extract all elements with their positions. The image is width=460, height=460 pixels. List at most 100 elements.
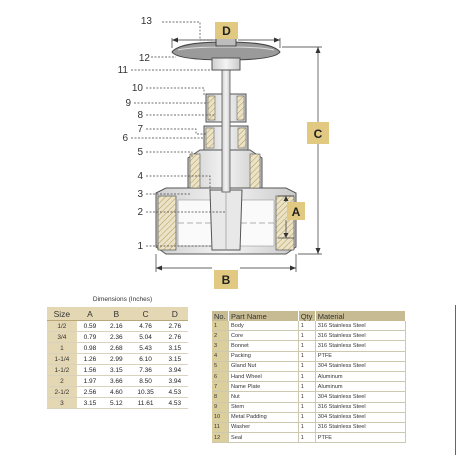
part-cell-material: 316 Stainless Steel xyxy=(315,402,407,413)
dim-cell-b: 2.99 xyxy=(103,353,130,365)
dim-cell-d: 3.94 xyxy=(161,364,188,376)
part-cell-no: 4 xyxy=(212,351,229,362)
dim-cell-c: 6.10 xyxy=(129,353,162,365)
dim-cell-c: 11.61 xyxy=(129,397,162,409)
part-cell-no: 6 xyxy=(212,371,229,383)
part-cell-no: 7 xyxy=(212,381,229,393)
part-cell-name: Seal xyxy=(228,432,299,444)
part-cell-qty: 1 xyxy=(298,391,316,403)
callout-6: 6 xyxy=(122,133,128,144)
dim-cell-c: 7.36 xyxy=(129,364,162,376)
part-cell-material: 304 Stainless Steel xyxy=(315,391,407,403)
part-cell-qty: 1 xyxy=(298,432,316,444)
part-cell-name: Metal Padding xyxy=(228,412,299,423)
part-cell-qty: 1 xyxy=(298,371,316,383)
gate-core xyxy=(209,189,243,251)
part-cell-qty: 1 xyxy=(298,361,316,372)
dim-cell-b: 4.60 xyxy=(103,386,130,398)
stem xyxy=(221,57,231,193)
dim-cell-c: 8.50 xyxy=(129,375,162,387)
part-cell-material: 316 Stainless Steel xyxy=(315,340,407,352)
svg-text:A: A xyxy=(292,205,301,219)
dim-cell-size: 2 xyxy=(47,375,77,387)
dim-cell-d: 3.94 xyxy=(161,375,188,387)
part-cell-name: Packing xyxy=(228,351,299,362)
parts-header-name: Part Name xyxy=(228,311,299,321)
dim-cell-b: 3.15 xyxy=(103,364,130,376)
dim-cell-size: 1-1/4 xyxy=(47,353,77,365)
callout-12: 12 xyxy=(139,53,151,64)
part-cell-material: Aluminum xyxy=(315,381,407,393)
dim-cell-a: 3.15 xyxy=(76,397,104,409)
parts-header-material: Material xyxy=(315,311,407,321)
part-cell-qty: 1 xyxy=(298,351,316,362)
dim-cell-c: 5.04 xyxy=(129,331,162,343)
dim-cell-d: 3.15 xyxy=(161,342,188,354)
callout-8: 8 xyxy=(137,110,143,121)
dim-cell-c: 5.43 xyxy=(129,342,162,354)
part-cell-no: 1 xyxy=(212,321,229,332)
callout-7: 7 xyxy=(137,124,143,135)
dim-cell-size: 1 xyxy=(47,342,77,354)
dim-cell-d: 4.53 xyxy=(161,397,188,409)
divider xyxy=(455,305,456,455)
dim-label-b: B xyxy=(214,270,238,289)
part-cell-no: 3 xyxy=(212,340,229,352)
part-cell-no: 2 xyxy=(212,330,229,342)
dim-header-size: Size xyxy=(47,307,77,321)
svg-text:D: D xyxy=(222,24,231,38)
dim-header-a: A xyxy=(76,307,104,321)
callout-13: 13 xyxy=(141,16,153,27)
dim-cell-a: 0.59 xyxy=(76,320,104,332)
part-cell-name: Bonnet xyxy=(228,340,299,352)
part-cell-material: 316 Stainless Steel xyxy=(315,330,407,342)
parts-header-no: No. xyxy=(212,311,229,321)
part-cell-material: 304 Stainless Steel xyxy=(315,361,407,372)
dim-cell-c: 4.76 xyxy=(129,320,162,332)
part-cell-name: Hand Wheel xyxy=(228,371,299,383)
part-cell-name: Stem xyxy=(228,402,299,413)
dim-cell-size: 3 xyxy=(47,397,77,409)
callout-5: 5 xyxy=(137,147,143,158)
part-cell-material: PTFE xyxy=(315,432,407,444)
part-cell-name: Nut xyxy=(228,391,299,403)
part-cell-name: Washer xyxy=(228,422,299,434)
hand-wheel xyxy=(171,35,281,71)
callout-9: 9 xyxy=(125,98,131,109)
callout-leaders xyxy=(131,21,226,247)
dim-cell-b: 2.36 xyxy=(103,331,130,343)
dim-label-d: D xyxy=(215,22,238,39)
part-cell-name: Gland Nut xyxy=(228,361,299,372)
dim-cell-b: 3.66 xyxy=(103,375,130,387)
part-cell-material: PTFE xyxy=(315,351,407,362)
parts-header-row: No. Part Name Qty Material xyxy=(212,311,407,321)
dim-cell-size: 3/4 xyxy=(47,331,77,343)
dim-cell-a: 1.97 xyxy=(76,375,104,387)
part-cell-name: Body xyxy=(228,321,299,332)
part-cell-no: 11 xyxy=(212,422,229,434)
dim-cell-a: 1.56 xyxy=(76,364,104,376)
part-cell-qty: 1 xyxy=(298,402,316,413)
part-cell-qty: 1 xyxy=(298,381,316,393)
callout-2: 2 xyxy=(137,207,143,218)
dimensions-header-row: Size A B C D xyxy=(47,307,188,321)
part-cell-no: 5 xyxy=(212,361,229,372)
dim-cell-d: 2.76 xyxy=(161,320,188,332)
dim-cell-a: 0.79 xyxy=(76,331,104,343)
dim-label-a: A xyxy=(287,202,305,220)
